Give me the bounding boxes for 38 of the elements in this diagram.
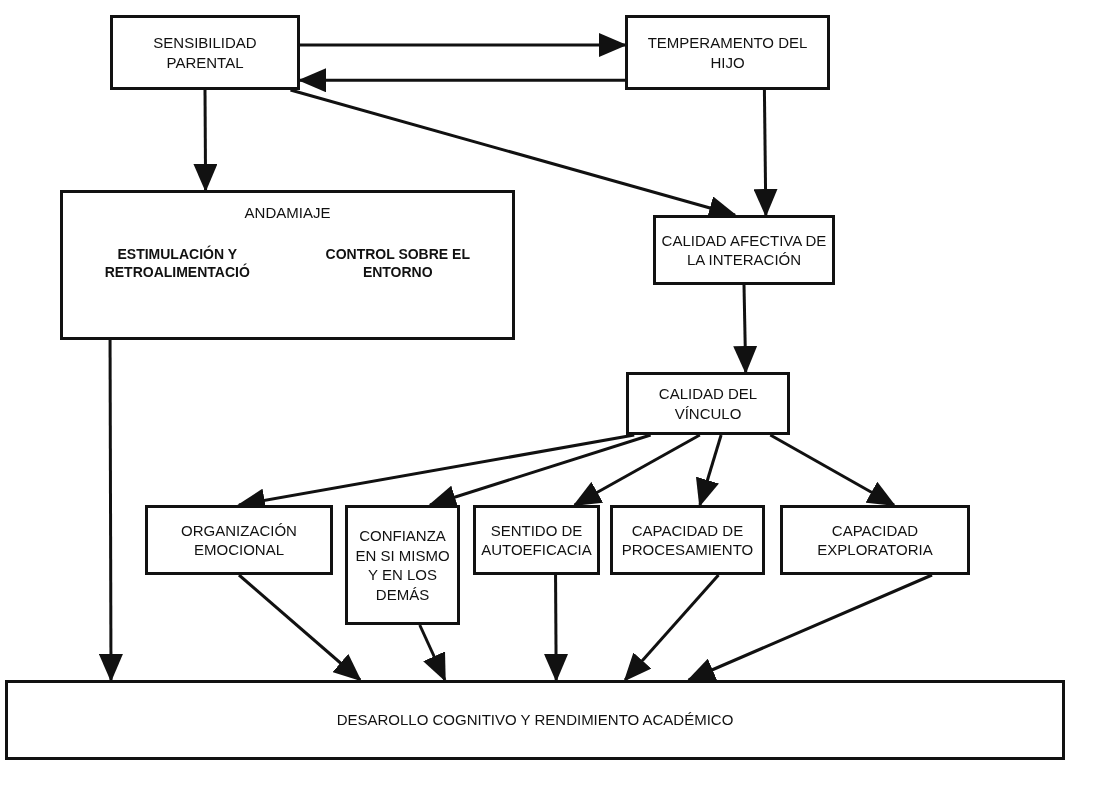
arrow [695, 434, 723, 507]
box-label: SENTIDO DE AUTOEFICACIA [480, 520, 593, 560]
process-box [60, 190, 515, 340]
box-label: CAPACIDAD EXPLORATORIA [816, 520, 934, 560]
process-box [626, 372, 790, 435]
process-box [473, 505, 600, 575]
arrow [300, 33, 627, 57]
arrow [623, 574, 720, 682]
box-label: SENSIBILIDAD PARENTAL [152, 33, 258, 72]
box-label: CALIDAD AFECTIVA DE LA INTERACIÓN [660, 230, 828, 270]
box-label: CALIDAD DEL VÍNCULO [657, 384, 759, 423]
arrow [193, 90, 218, 192]
box-label: CAPACIDAD DE PROCESAMIENTO [620, 520, 755, 560]
arrow [753, 90, 778, 217]
box-heading: ANDAMIAJE [244, 203, 331, 223]
arrow [418, 624, 447, 682]
box-subitem: CONTROL SOBRE EL ENTORNO [324, 244, 471, 281]
box-label: DESAROLLO COGNITIVO Y RENDIMIENTO ACADÉMICO [336, 710, 734, 730]
arrow [769, 433, 896, 507]
process-box [110, 15, 300, 90]
arrow [98, 340, 123, 682]
process-box [345, 505, 460, 625]
process-box [625, 15, 830, 90]
box-label: TEMPERAMENTO DEL HIJO [646, 33, 809, 72]
process-box [5, 680, 1065, 760]
process-box [610, 505, 765, 575]
box-label: CONFIANZA EN SI MISMO Y EN LOS DEMÁS [354, 526, 451, 604]
box-label: ORGANIZACIÓN EMOCIONAL [180, 520, 298, 560]
arrow [686, 573, 933, 682]
box-subitem: ESTIMULACIÓN Y RETROALIMENTACIÓ [103, 244, 251, 281]
arrow [572, 433, 701, 507]
arrow [733, 284, 758, 374]
arrow [238, 573, 362, 682]
process-box [653, 215, 835, 285]
process-box [145, 505, 333, 575]
arrow [544, 575, 569, 682]
arrow [298, 68, 625, 93]
process-box [780, 505, 970, 575]
